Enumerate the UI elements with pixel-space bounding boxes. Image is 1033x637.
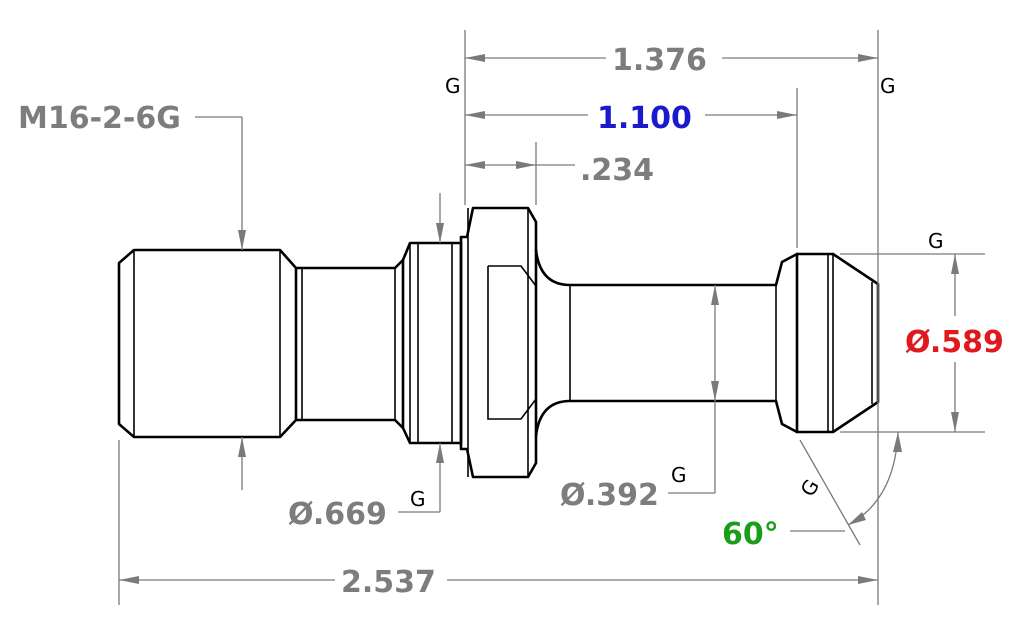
dimension-lines [118, 30, 985, 605]
datum-g-head: G [928, 229, 944, 253]
head-angle-label: 60° [722, 517, 779, 552]
head-dia-label: Ø.589 [905, 325, 1004, 360]
datum-g-angle: G [796, 475, 825, 500]
overall-length-label: 2.537 [341, 565, 436, 600]
datum-g-right: G [880, 74, 896, 98]
thread-spec-label: M16-2-6G [18, 101, 181, 136]
relief-section [294, 258, 405, 430]
datum-marks: G G G G G G [410, 74, 944, 511]
length-1100-label: 1.100 [597, 101, 692, 136]
dimension-labels: M16-2-6G 2.537 1.376 1.100 .234 Ø.669 Ø.… [18, 43, 1004, 600]
flange [459, 206, 538, 479]
flange-slot [487, 265, 537, 420]
neck-dia-label: Ø.392 [560, 478, 659, 513]
neck [534, 248, 799, 438]
thread-section [117, 248, 298, 439]
part-outline [117, 206, 880, 479]
datum-g-left: G [445, 74, 461, 98]
relief-dia-label: Ø.669 [288, 497, 387, 532]
datum-g-neck: G [671, 463, 687, 487]
datum-g-relief: G [410, 487, 426, 511]
head [795, 252, 880, 434]
length-1376-label: 1.376 [612, 43, 707, 78]
flange-width-label: .234 [580, 153, 654, 188]
